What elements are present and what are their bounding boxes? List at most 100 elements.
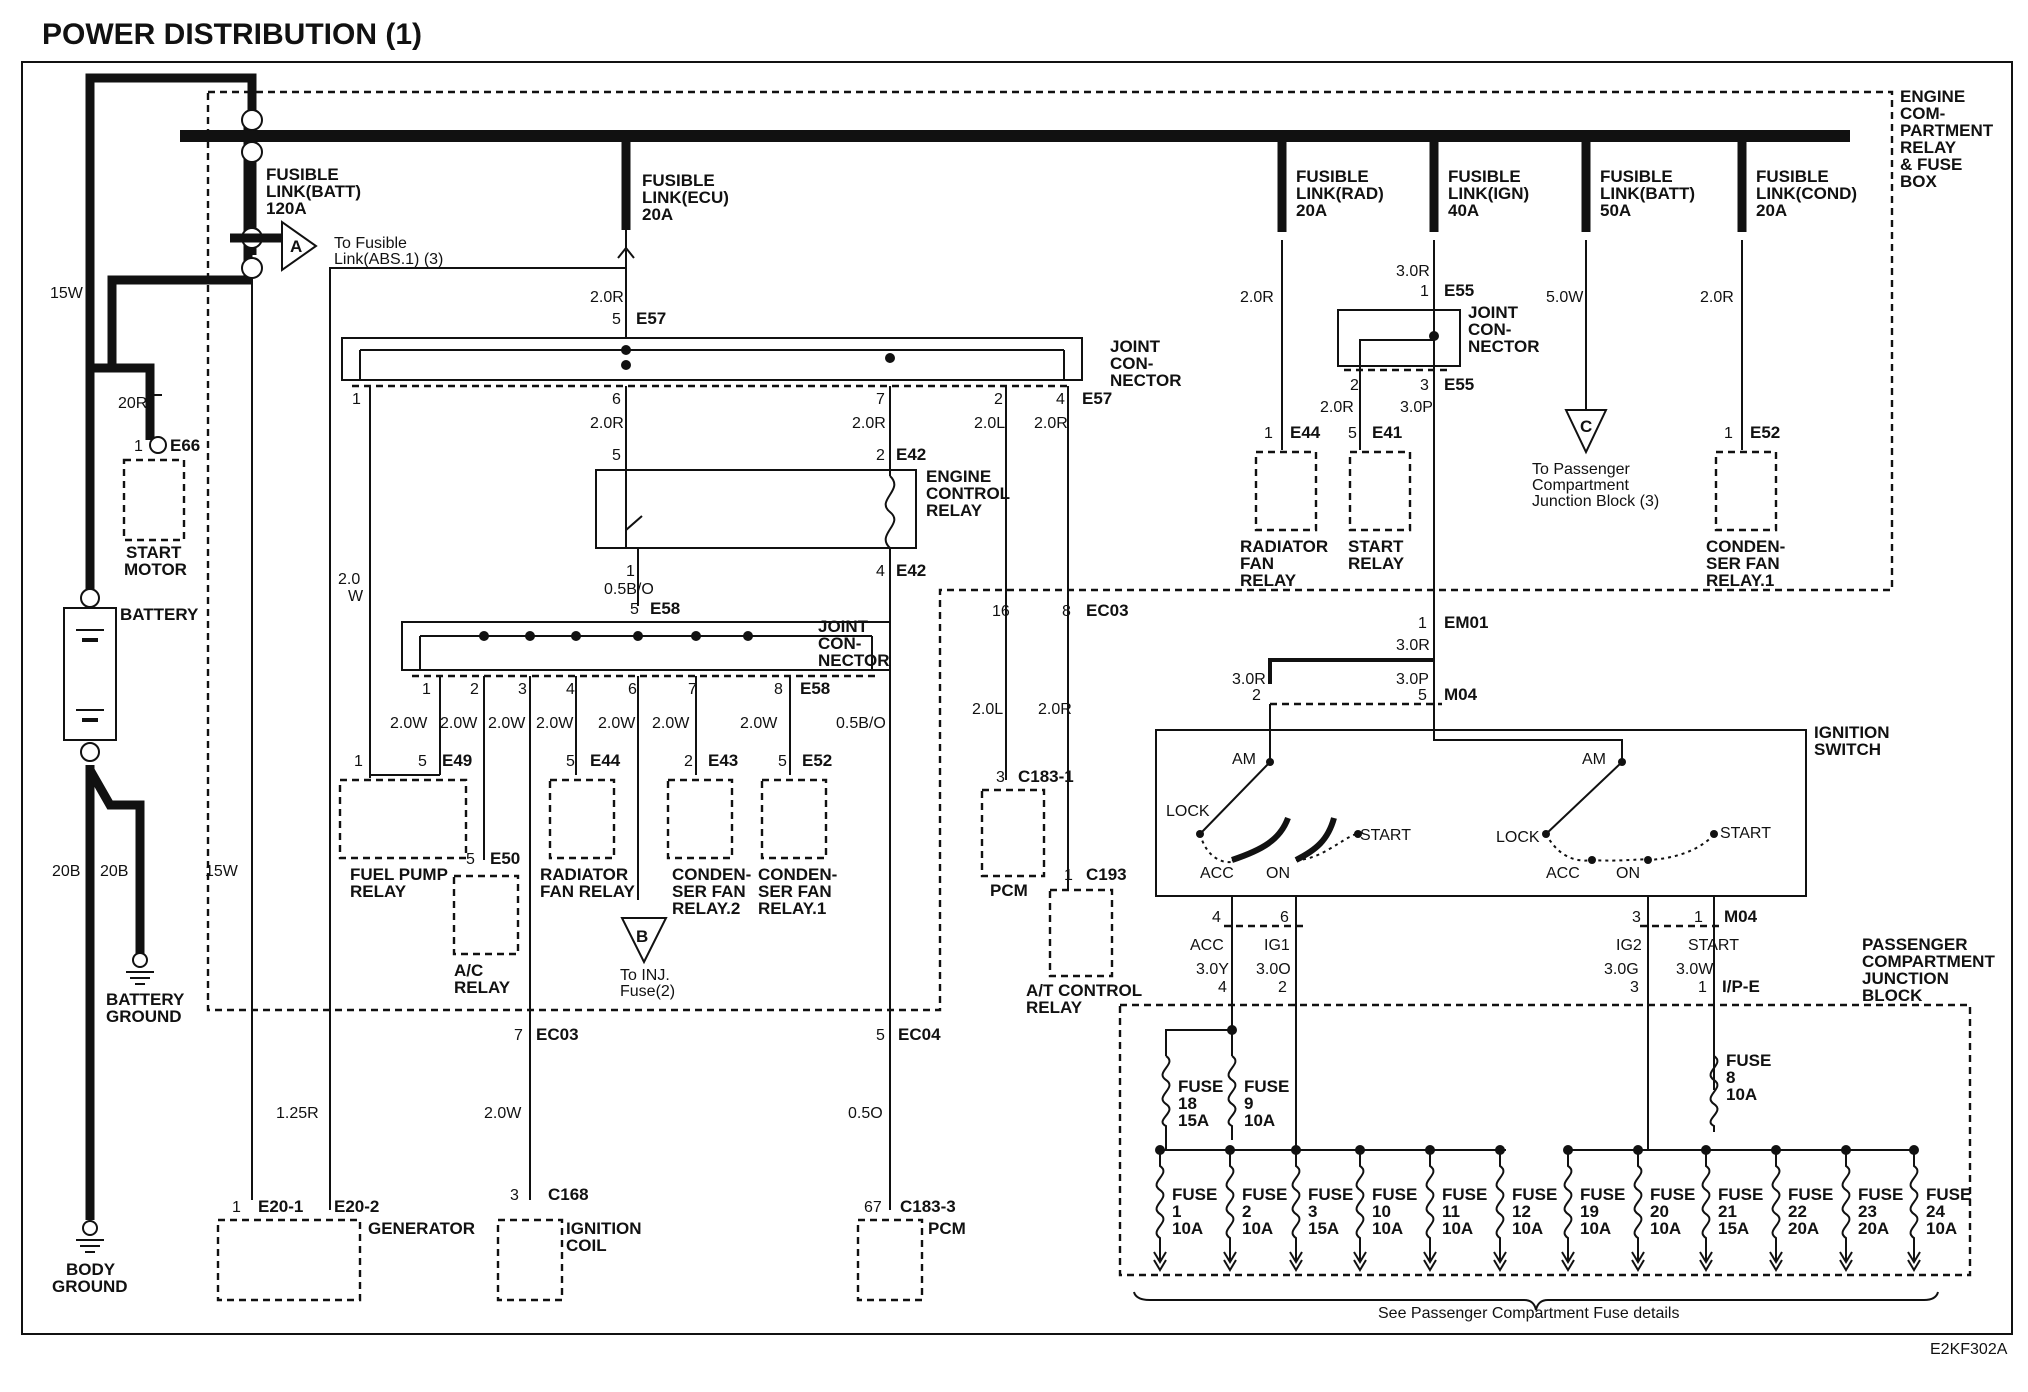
start-motor [122,458,186,542]
svg-text:3: 3 [1632,909,1641,926]
svg-text:1: 1 [134,438,143,455]
condenser-fan-relay-1-b [1714,450,1778,532]
arrow-a-text: To Fusible [334,235,407,252]
svg-text:E41: E41 [1372,423,1402,442]
svg-text:4: 4 [876,563,885,580]
svg-text:2: 2 [470,681,479,698]
svg-text:2.0R: 2.0R [1700,289,1734,306]
arrow-c [1564,409,1608,455]
wire-125r [329,267,626,1210]
svg-text:FUSIBLE: FUSIBLE [266,165,339,184]
diagram-frame [21,61,2013,1335]
svg-text:ACC: ACC [1200,865,1234,882]
svg-text:PARTMENT: PARTMENT [1900,121,1994,140]
svg-text:B: B [636,927,648,946]
fuse-row-bottom: FUSE110AFUSE210AFUSE315AFUSE1010AFUSE111… [1153,1145,1971,1272]
fuse-label-amp: 10A [1650,1219,1681,1238]
svg-text:START: START [1688,937,1739,954]
svg-text:2.0R: 2.0R [1320,399,1354,416]
svg-text:5: 5 [566,753,575,770]
svg-text:AM: AM [1232,751,1256,768]
svg-text:10A: 10A [1244,1111,1275,1130]
svg-text:M04: M04 [1444,685,1478,704]
svg-text:7: 7 [876,391,885,408]
svg-text:FUSIBLE: FUSIBLE [1448,167,1521,186]
svg-text:3.0O: 3.0O [1256,961,1291,978]
battery-label: BATTERY [120,605,199,624]
svg-text:IG2: IG2 [1616,937,1642,954]
svg-text:4: 4 [1218,979,1227,996]
pcm-a-label: PCM [990,881,1028,900]
arrow-b-text: To INJ. [620,967,670,984]
svg-text:10A: 10A [1726,1085,1757,1104]
page-title: POWER DISTRIBUTION (1) [42,18,422,51]
svg-text:RELAY.2: RELAY.2 [672,899,740,918]
svg-text:18: 18 [1178,1094,1197,1113]
arrow-b [620,917,668,965]
svg-text:2.0R: 2.0R [1038,701,1072,718]
svg-text:3.0P: 3.0P [1396,671,1429,688]
svg-text:0.5B/O: 0.5B/O [604,581,654,598]
svg-text:16: 16 [992,603,1010,620]
svg-text:FAN RELAY: FAN RELAY [540,882,635,901]
svg-text:CON-: CON- [1110,354,1153,373]
ac-relay [452,874,520,956]
body-ground-icon [76,1220,104,1253]
svg-text:3: 3 [1420,377,1429,394]
svg-text:6: 6 [1280,909,1289,926]
fuse-label-name: FUSE [1718,1185,1763,1204]
fuel-pump-relay [338,778,468,860]
svg-text:C193: C193 [1086,865,1127,884]
svg-text:2.0W: 2.0W [598,715,636,732]
svg-text:FUSIBLE: FUSIBLE [1600,167,1673,186]
svg-text:SER FAN: SER FAN [672,882,746,901]
svg-text:RELAY.1: RELAY.1 [1706,571,1774,590]
svg-text:E44: E44 [1290,423,1321,442]
svg-text:2.0R: 2.0R [852,415,886,432]
svg-text:COIL: COIL [566,1236,607,1255]
radiator-fan-relay-a [548,778,616,860]
svg-text:0.5O: 0.5O [848,1105,883,1122]
fuse-label-num: 20 [1650,1202,1669,1221]
fuse-label-name: FUSE [1926,1185,1971,1204]
svg-text:AM: AM [1582,751,1606,768]
svg-text:1: 1 [354,753,363,770]
ac-relay-label: A/C [454,961,483,980]
battery-positive-cable [85,73,257,595]
svg-text:RELAY: RELAY [1900,138,1957,157]
fuse-label-name: FUSE [1372,1185,1417,1204]
svg-text:LOCK: LOCK [1496,829,1540,846]
svg-text:NECTOR: NECTOR [1110,371,1181,390]
fuse-label-num: 22 [1788,1202,1807,1221]
svg-text:5: 5 [466,851,475,868]
pcm-b-label: PCM [928,1219,966,1238]
svg-text:2: 2 [1278,979,1287,996]
svg-text:E57: E57 [1082,389,1112,408]
svg-text:C183-3: C183-3 [900,1197,956,1216]
fuse-label-num: 11 [1442,1202,1460,1221]
svg-text:EC03: EC03 [1086,601,1129,620]
svg-text:E42: E42 [896,445,926,464]
svg-text:E20-1: E20-1 [258,1197,303,1216]
svg-text:2.0W: 2.0W [440,715,478,732]
svg-text:40A: 40A [1448,201,1479,220]
fuse-label-amp: 10A [1512,1219,1543,1238]
svg-text:RELAY: RELAY [350,882,407,901]
svg-text:2.0W: 2.0W [488,715,526,732]
svg-text:120A: 120A [266,199,307,218]
fuse-label-num: 12 [1512,1202,1531,1221]
start-relay [1348,450,1412,532]
svg-text:15A: 15A [1178,1111,1209,1130]
svg-text:LINK(BATT): LINK(BATT) [266,182,361,201]
svg-text:1: 1 [422,681,431,698]
ignition-coil-label: IGNITION [566,1219,642,1238]
svg-text:5: 5 [1418,687,1427,704]
svg-text:EM01: EM01 [1444,613,1488,632]
svg-text:LINK(BATT): LINK(BATT) [1600,184,1695,203]
fuse-label-amp: 10A [1926,1219,1957,1238]
condenser-fan-relay-1-a-label: CONDEN- [758,865,837,884]
